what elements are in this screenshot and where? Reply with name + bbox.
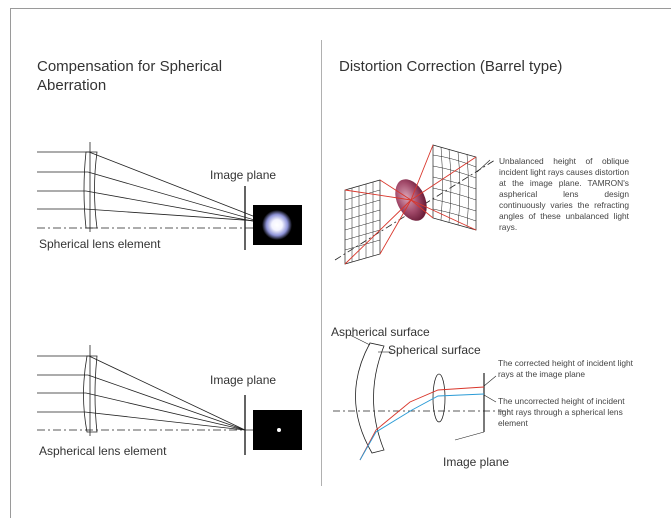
corrected-height-note: The corrected height of incident light r… xyxy=(498,358,634,379)
spherical-surface-label: Spherical surface xyxy=(388,343,481,357)
distortion-note: Unbalanced height of oblique incident li… xyxy=(499,156,629,232)
spherical-aberration-title: Compensation for Spherical Aberration xyxy=(37,58,223,94)
spherical-lens-element xyxy=(83,151,98,229)
aspherical-surface-diagram xyxy=(333,334,510,454)
aspherical-lens-diagram xyxy=(37,345,258,455)
top-image-plane-label: Image plane xyxy=(210,168,277,182)
uncorrected-height-note: The uncorrected height of incident light… xyxy=(498,396,625,428)
panel-divider xyxy=(321,40,322,486)
right-image-plane-label: Image plane xyxy=(443,455,510,469)
spherical-lens-diagram xyxy=(37,142,259,250)
distortion-diagram xyxy=(334,144,496,265)
figure-frame xyxy=(10,8,671,518)
aspherical-surface-label: Aspherical surface xyxy=(331,325,430,339)
bottom-image-plane-label: Image plane xyxy=(210,373,277,387)
spherical-surface-element xyxy=(432,373,446,423)
aspherical-lens-label: Aspherical lens element xyxy=(39,444,167,458)
distortion-correction-title: Distortion Correction (Barrel type) xyxy=(339,58,563,75)
aspherical-lens-element xyxy=(83,355,98,433)
spherical-lens-label: Spherical lens element xyxy=(39,237,161,251)
aspherical-surface-element xyxy=(355,342,385,454)
